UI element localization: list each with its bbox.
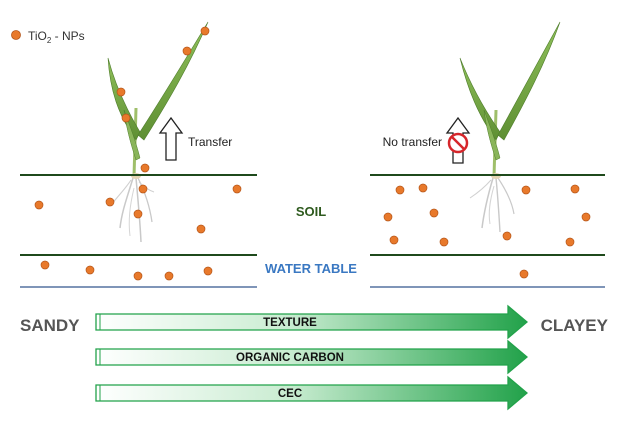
organic-carbon-bar-label: ORGANIC CARBON	[236, 352, 344, 364]
particle	[34, 200, 44, 210]
soil-layer-label: SOIL	[296, 204, 326, 219]
particle	[140, 163, 150, 173]
particle	[121, 113, 131, 123]
particle	[502, 231, 512, 241]
left-plant-icon	[107, 21, 209, 243]
particle	[203, 266, 213, 276]
right-plant-icon	[459, 21, 561, 233]
legend-label: TiO2 - NPs	[28, 29, 85, 45]
sandy-label: SANDY	[20, 316, 80, 335]
particle	[138, 184, 148, 194]
no-entry-icon	[447, 132, 469, 154]
particle	[581, 212, 591, 222]
particle	[133, 271, 143, 281]
cec-gradient-bar: CEC	[95, 375, 529, 411]
particle	[395, 185, 405, 195]
particle	[105, 197, 115, 207]
clayey-label: CLAYEY	[541, 316, 609, 335]
legend-particle-marker	[11, 30, 21, 40]
right-arrow-label: No transfer	[383, 135, 442, 149]
legend-label-subscript: 2	[47, 36, 52, 45]
texture-bar-label: TEXTURE	[263, 317, 317, 329]
particle	[519, 269, 529, 279]
cec-bar-label: CEC	[278, 388, 302, 400]
particle	[429, 208, 439, 218]
particle	[133, 209, 143, 219]
particle	[116, 87, 126, 97]
particle	[521, 185, 531, 195]
transfer-arrow-icon	[158, 116, 184, 161]
legend: TiO2 - NPs	[11, 29, 85, 45]
particle	[85, 265, 95, 275]
particle	[182, 46, 192, 56]
legend-label-main: TiO	[28, 29, 47, 43]
particle	[383, 212, 393, 222]
particle	[40, 260, 50, 270]
organic-carbon-gradient-bar: ORGANIC CARBON	[95, 339, 529, 375]
right-panel: No transfer	[370, 21, 605, 288]
particle	[196, 224, 206, 234]
particle	[570, 184, 580, 194]
particle	[164, 271, 174, 281]
particle	[439, 237, 449, 247]
legend-label-tail: - NPs	[51, 29, 84, 43]
left-panel: Transfer	[20, 21, 257, 288]
left-arrow-label: Transfer	[188, 135, 232, 149]
particle	[565, 237, 575, 247]
texture-gradient-bar: TEXTURE	[95, 304, 529, 340]
particle	[200, 26, 210, 36]
particle	[389, 235, 399, 245]
particle	[418, 183, 428, 193]
particle	[232, 184, 242, 194]
water-table-label: WATER TABLE	[265, 261, 357, 276]
